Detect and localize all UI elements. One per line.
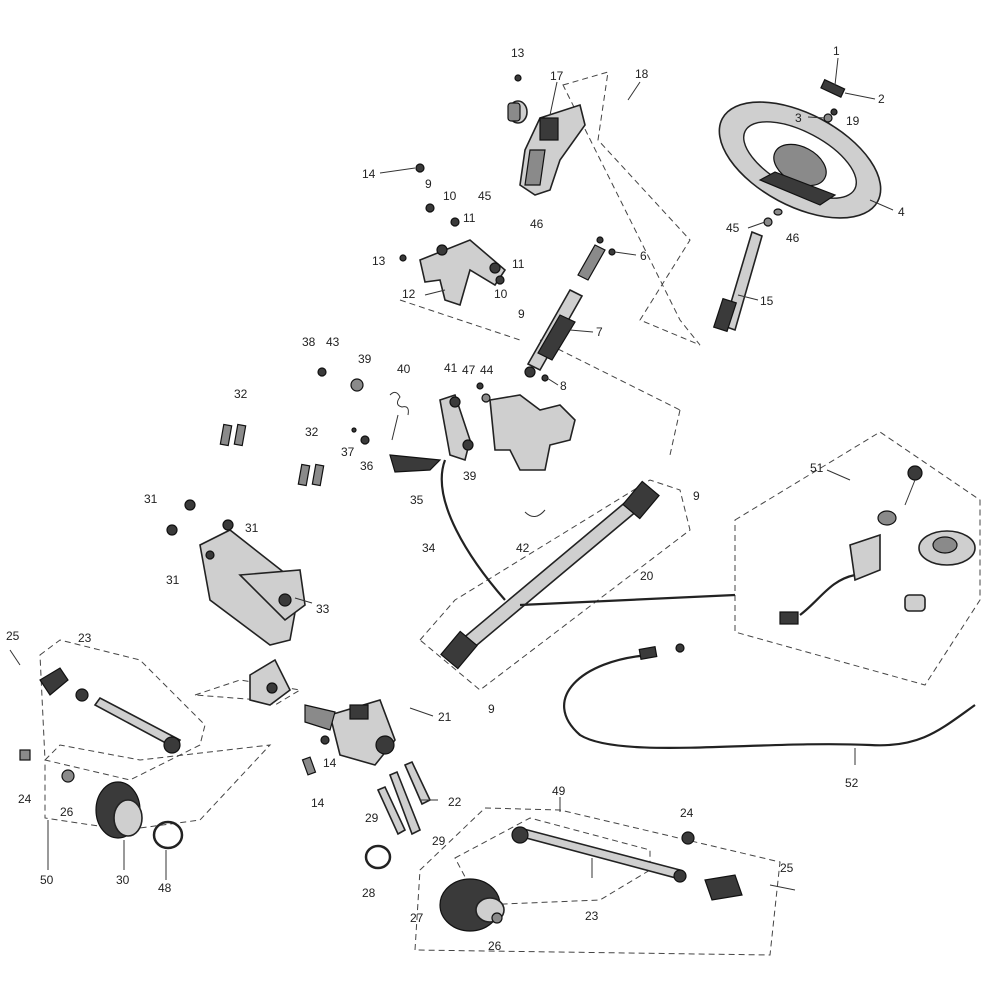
left-tie-rod-23 <box>9 649 182 761</box>
callout-21: 21 <box>438 710 452 724</box>
callout-8: 8 <box>560 379 567 393</box>
callout-24: 24 <box>18 792 32 806</box>
frame-bracket-33 <box>166 423 325 646</box>
callout-23: 23 <box>585 909 599 923</box>
callout-50: 50 <box>40 873 54 887</box>
horn-button-parts <box>820 78 846 123</box>
intermediate-shaft-20 <box>440 480 736 670</box>
brake-pedal-bracket <box>439 382 576 471</box>
callout-2: 2 <box>878 92 885 106</box>
callout-32: 32 <box>305 425 319 439</box>
callout-47: 47 <box>462 363 476 377</box>
rack-mount-bracket <box>249 658 292 706</box>
gas-strut-7 <box>524 236 616 382</box>
callout-10: 10 <box>443 189 457 203</box>
callout-42: 42 <box>516 541 530 555</box>
callout-labels: 1 2 3 19 4 45 46 15 13 17 18 14 9 10 11 … <box>6 44 905 953</box>
callout-11: 11 <box>512 257 525 271</box>
mounting-bracket-12 <box>399 74 522 307</box>
callout-25: 25 <box>780 861 794 875</box>
cable-34 <box>440 459 506 601</box>
callout-13: 13 <box>511 46 525 60</box>
callout-40: 40 <box>397 362 411 376</box>
callout-37: 37 <box>341 445 355 459</box>
callout-44: 44 <box>480 363 494 377</box>
callout-49: 49 <box>552 784 566 798</box>
steering-column-shaft-15 <box>712 208 783 333</box>
callout-28: 28 <box>362 886 376 900</box>
leader-lines <box>47 57 894 880</box>
callout-51: 51 <box>810 461 824 475</box>
callout-31: 31 <box>144 492 158 506</box>
callout-29: 29 <box>365 811 379 825</box>
ignition-switch-51 <box>779 465 976 625</box>
callout-30: 30 <box>116 873 130 887</box>
right-boot-27 <box>364 844 505 932</box>
callout-31: 31 <box>166 573 180 587</box>
callout-9: 9 <box>488 702 495 716</box>
callout-11: 11 <box>463 211 476 225</box>
callout-31: 31 <box>245 521 259 535</box>
callout-6: 6 <box>640 249 647 263</box>
callout-9: 9 <box>693 489 700 503</box>
throttle-cable-52 <box>563 643 976 749</box>
callout-9: 9 <box>518 307 525 321</box>
small-fasteners-mid <box>317 367 546 517</box>
callout-39: 39 <box>358 352 372 366</box>
callout-17: 17 <box>550 69 564 83</box>
callout-3: 3 <box>795 111 802 125</box>
callout-36: 36 <box>360 459 374 473</box>
callout-24: 24 <box>680 806 694 820</box>
callout-27: 27 <box>410 911 424 925</box>
callout-46: 46 <box>530 217 544 231</box>
callout-26: 26 <box>60 805 74 819</box>
callout-41: 41 <box>444 361 458 375</box>
callout-45: 45 <box>478 189 492 203</box>
callout-45: 45 <box>726 221 740 235</box>
callout-23: 23 <box>78 631 92 645</box>
callout-29: 29 <box>432 834 446 848</box>
callout-52: 52 <box>845 776 859 790</box>
left-boot-30 <box>61 769 184 850</box>
callout-14: 14 <box>323 756 337 770</box>
callout-34: 34 <box>422 541 436 555</box>
callout-48: 48 <box>158 881 172 895</box>
callout-7: 7 <box>596 325 603 339</box>
callout-9: 9 <box>425 177 432 191</box>
callout-20: 20 <box>640 569 654 583</box>
callout-38: 38 <box>302 335 316 349</box>
callout-1: 1 <box>833 44 840 58</box>
callout-4: 4 <box>898 205 905 219</box>
callout-14: 14 <box>362 167 376 181</box>
callout-15: 15 <box>760 294 774 308</box>
callout-19: 19 <box>846 114 860 128</box>
steering-gear-21 <box>301 699 432 836</box>
spring-40 <box>389 391 409 441</box>
callout-33: 33 <box>316 602 330 616</box>
pedal-35 <box>389 454 442 473</box>
callout-10: 10 <box>494 287 508 301</box>
callout-25: 25 <box>6 629 20 643</box>
tilt-bracket-17 <box>507 100 586 196</box>
callout-13: 13 <box>372 254 386 268</box>
callout-35: 35 <box>410 493 424 507</box>
callout-46: 46 <box>786 231 800 245</box>
callout-22: 22 <box>448 795 462 809</box>
callout-39: 39 <box>463 469 477 483</box>
steering-wheel <box>718 101 882 219</box>
callout-43: 43 <box>326 335 340 349</box>
callout-14: 14 <box>311 796 325 810</box>
callout-32: 32 <box>234 387 248 401</box>
right-tie-rod-23 <box>511 826 796 901</box>
callout-12: 12 <box>402 287 416 301</box>
callout-18: 18 <box>635 67 649 81</box>
callout-26: 26 <box>488 939 502 953</box>
